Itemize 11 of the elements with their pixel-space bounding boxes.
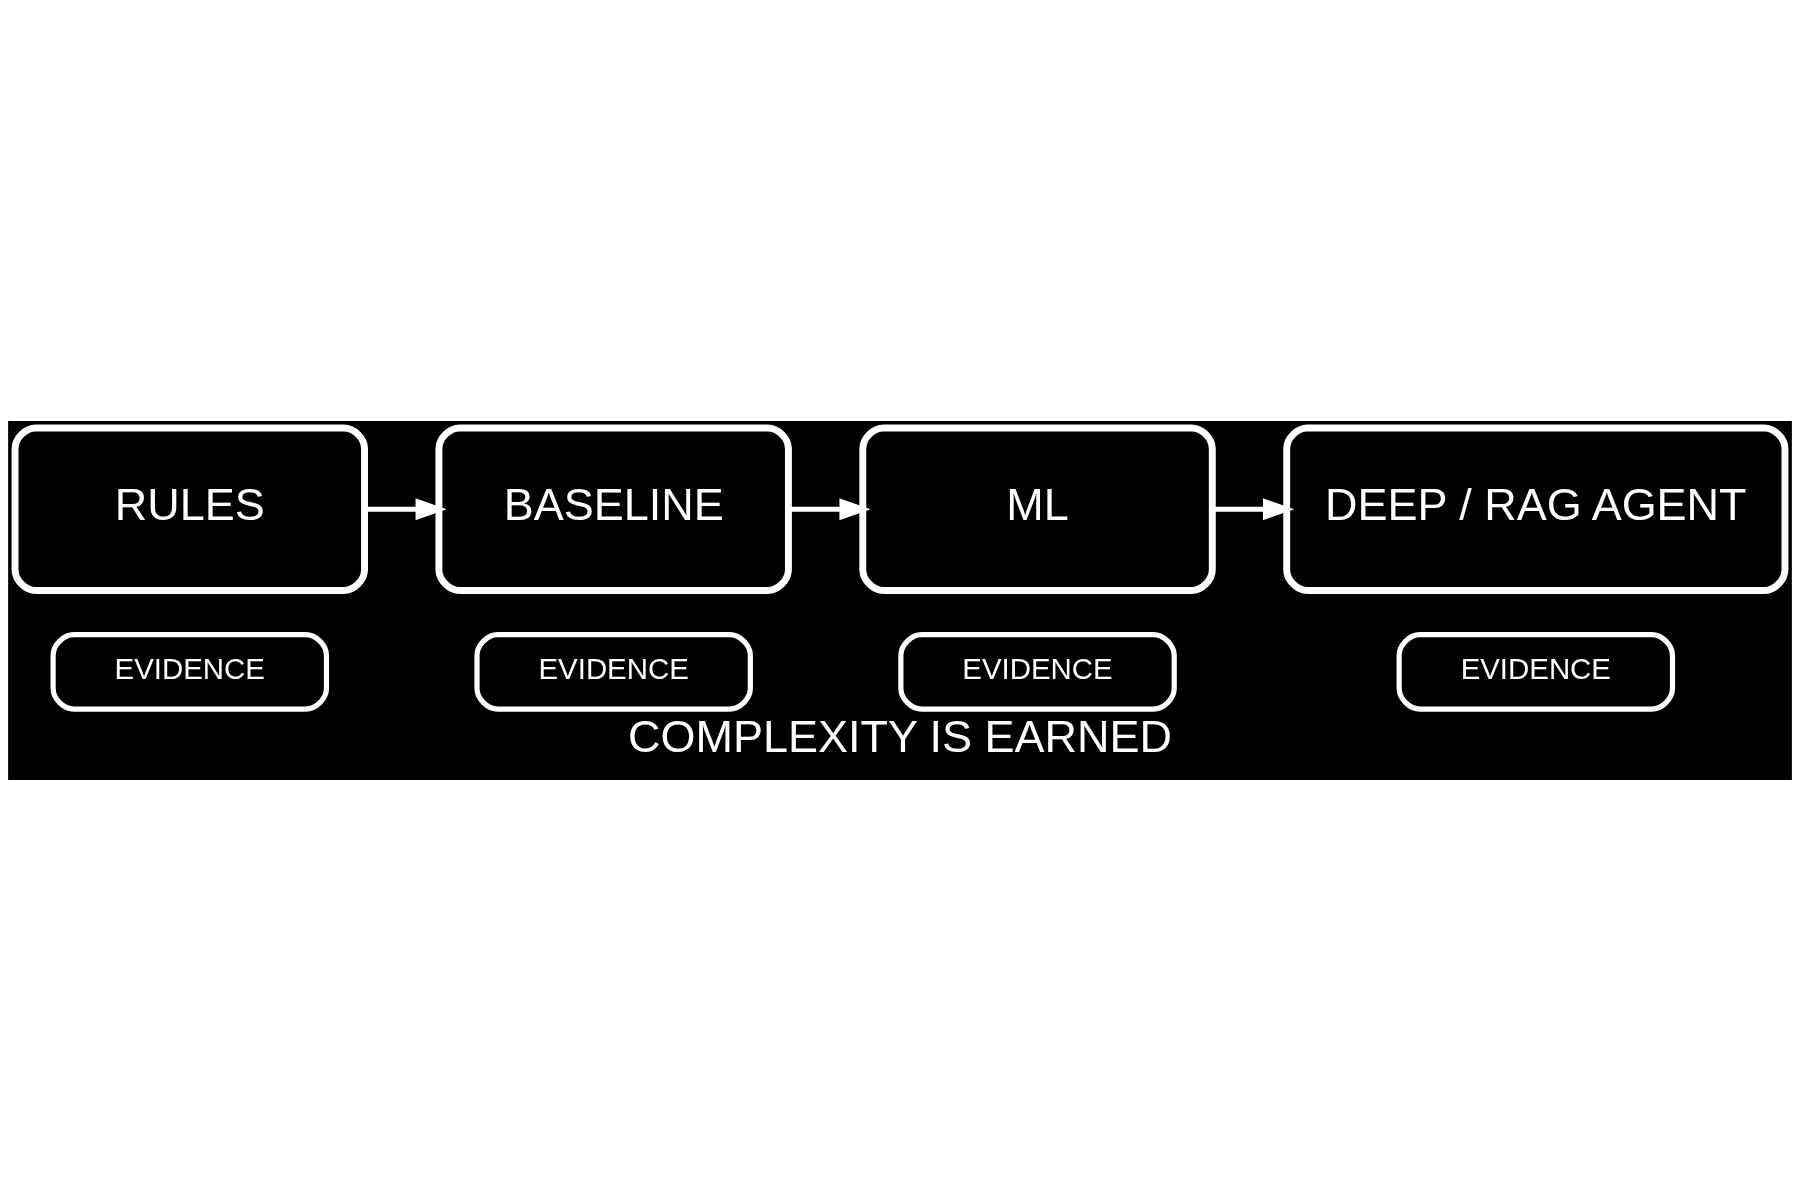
- node-box: ML: [859, 423, 1216, 594]
- node-box: BASELINE: [435, 423, 792, 594]
- arrow: [1212, 497, 1295, 520]
- caption: COMPLEXITY IS EARNED: [628, 710, 1172, 762]
- arrow: [788, 497, 871, 520]
- node-box: EVIDENCE: [1396, 631, 1676, 712]
- node-box: DEEP / RAG AGENT: [1283, 423, 1789, 594]
- node-box: RULES: [11, 423, 368, 594]
- node-box: EVIDENCE: [898, 631, 1177, 712]
- node-box: EVIDENCE: [50, 631, 330, 712]
- node-box: EVIDENCE: [474, 631, 753, 712]
